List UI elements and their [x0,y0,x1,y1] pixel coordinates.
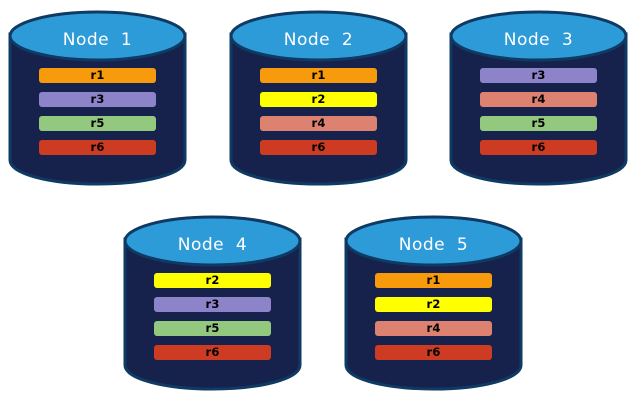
replica-bar-r1[interactable]: r1 [39,68,156,83]
replica-bar-r1[interactable]: r1 [375,273,492,288]
replica-stack: r1 r2 r4 r6 [375,273,492,360]
replica-bar-r6[interactable]: r6 [375,345,492,360]
replica-bar-r3[interactable]: r3 [480,68,597,83]
replica-bar-r2[interactable]: r2 [154,273,271,288]
replica-bar-r5[interactable]: r5 [154,321,271,336]
replica-bar-r1[interactable]: r1 [260,68,377,83]
replica-bar-r6[interactable]: r6 [154,345,271,360]
replica-bar-r4[interactable]: r4 [260,116,377,131]
cylinder-top-cap [344,215,523,267]
replica-stack: r3 r4 r5 r6 [480,68,597,155]
replica-bar-r6[interactable]: r6 [260,140,377,155]
replica-bar-r4[interactable]: r4 [480,92,597,107]
replica-bar-r6[interactable]: r6 [480,140,597,155]
replica-bar-r6[interactable]: r6 [39,140,156,155]
replica-bar-r2[interactable]: r2 [260,92,377,107]
cylinder-top-cap [123,215,302,267]
replica-stack: r1 r3 r5 r6 [39,68,156,155]
replica-bar-r4[interactable]: r4 [375,321,492,336]
replica-stack: r1 r2 r4 r6 [260,68,377,155]
replica-bar-r3[interactable]: r3 [39,92,156,107]
replica-bar-r5[interactable]: r5 [39,116,156,131]
replica-bar-r3[interactable]: r3 [154,297,271,312]
cylinder-top-cap [449,10,628,62]
replica-bar-r2[interactable]: r2 [375,297,492,312]
cylinder-top-cap [8,10,187,62]
replica-stack: r2 r3 r5 r6 [154,273,271,360]
replica-bar-r5[interactable]: r5 [480,116,597,131]
cylinder-top-cap [229,10,408,62]
